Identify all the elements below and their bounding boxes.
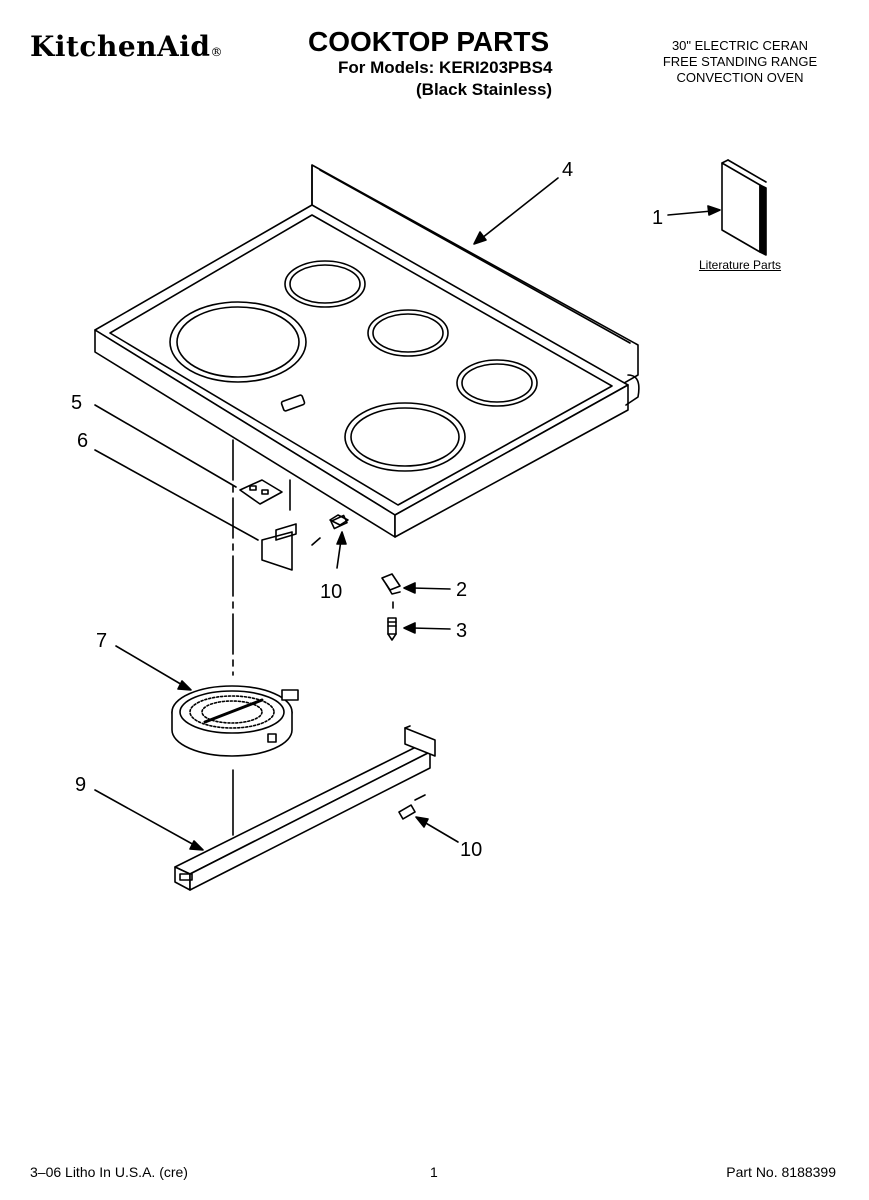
- burner-large-front: [344, 402, 466, 472]
- callout-2: 2: [456, 579, 467, 601]
- leader-4: [473, 177, 559, 245]
- model-description: 30" ELECTRIC CERAN FREE STANDING RANGE C…: [640, 38, 840, 86]
- footer-part-number: Part No. 8188399: [726, 1164, 836, 1180]
- leader-6: [94, 449, 259, 541]
- leader-7: [115, 645, 192, 691]
- terminal-block: [239, 479, 291, 511]
- leader-10-upper: [336, 531, 347, 569]
- footer-litho: 3–06 Litho In U.S.A. (cre): [30, 1164, 188, 1180]
- models-line: For Models: KERI203PBS4: [338, 58, 553, 77]
- callout-3: 3: [456, 620, 467, 642]
- brand-name: KitchenAid: [30, 30, 211, 63]
- radiant-element: [171, 685, 299, 757]
- model-desc-line-2: FREE STANDING RANGE: [662, 54, 818, 69]
- burner-back-right: [456, 359, 538, 407]
- callout-4: 4: [562, 159, 573, 181]
- mounting-bracket: [261, 523, 297, 571]
- callout-1: 1: [652, 207, 663, 229]
- callout-10-upper: 10: [320, 581, 342, 603]
- leader-9: [94, 789, 204, 851]
- leader-3: [403, 622, 451, 634]
- callout-5: 5: [71, 392, 82, 414]
- leader-2: [403, 582, 451, 594]
- literature-parts-label: Literature Parts: [699, 258, 782, 272]
- leader-10-lower: [415, 816, 459, 843]
- burner-back-left: [284, 260, 366, 308]
- callout-7: 7: [96, 630, 107, 652]
- screw-upper: [311, 514, 349, 546]
- footer-page-number: 1: [430, 1164, 438, 1180]
- hot-surface-indicator: [280, 394, 306, 412]
- finish-line: (Black Stainless): [416, 80, 553, 99]
- leader-1: [667, 205, 721, 216]
- callout-9: 9: [75, 774, 86, 796]
- clip: [381, 573, 401, 595]
- cooktop: [94, 164, 640, 538]
- model-desc-line-1: 30" ELECTRIC CERAN: [671, 38, 809, 53]
- brand-logo: KitchenAid®: [30, 30, 223, 63]
- callout-6: 6: [77, 430, 88, 452]
- screw-lower: [387, 617, 397, 641]
- callout-10-lower: 10: [460, 839, 482, 861]
- model-desc-line-3: CONVECTION OVEN: [676, 70, 804, 85]
- literature-booklet: [721, 159, 767, 256]
- screw-bar: [398, 794, 426, 820]
- leader-5: [94, 404, 237, 488]
- registered-mark: ®: [210, 45, 223, 59]
- burner-center: [367, 309, 449, 357]
- burner-large-left: [169, 301, 307, 383]
- page-title: COOKTOP PARTS: [308, 26, 550, 57]
- support-bar: [174, 725, 436, 891]
- exploded-parts-diagram: 1 2 3 4 5 6 7 9 10 10: [71, 159, 767, 891]
